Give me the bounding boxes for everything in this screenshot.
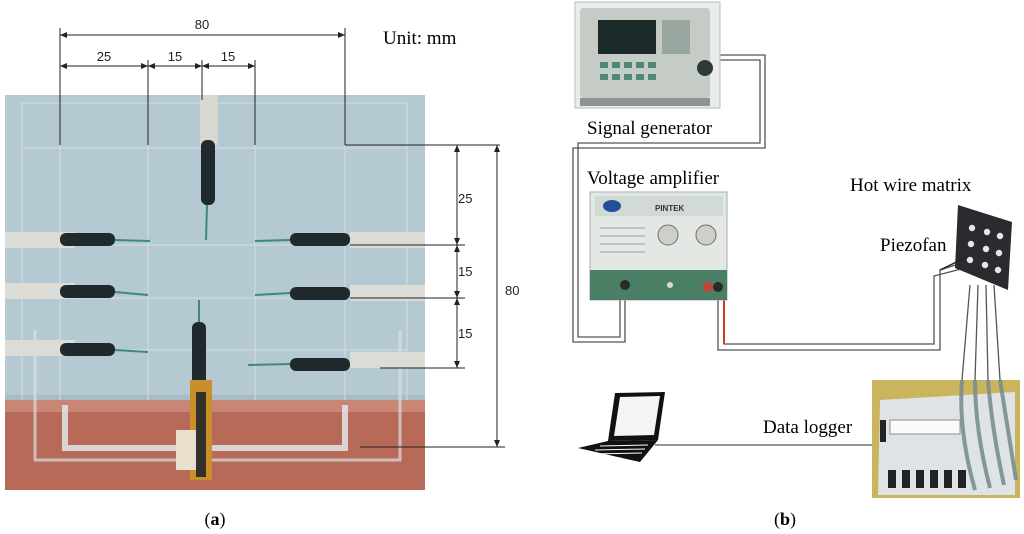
dim-h-25: 25 xyxy=(97,49,111,64)
dimension-lines-vertical xyxy=(350,145,505,448)
dim-h-total: 80 xyxy=(195,17,209,32)
signal-generator-device xyxy=(574,1,721,109)
probes-right xyxy=(247,232,425,371)
amplifier-brand: PINTEK xyxy=(655,204,685,213)
label-hot-wire-matrix: Hot wire matrix xyxy=(850,175,972,196)
voltage-amplifier-device: PINTEK xyxy=(589,191,728,301)
label-data-logger: Data logger xyxy=(763,417,853,438)
dim-h-15b: 15 xyxy=(221,49,235,64)
dim-h-15a: 15 xyxy=(168,49,182,64)
label-signal-generator: Signal generator xyxy=(587,118,713,139)
dim-v-15b: 15 xyxy=(458,326,472,341)
caption-a: (a) xyxy=(205,509,226,530)
dimension-lines-horizontal xyxy=(59,28,500,146)
piezofan-assembly xyxy=(176,300,212,480)
dim-v-15a: 15 xyxy=(458,264,472,279)
panel-a: 80 25 15 15 25 15 15 80 Unit: mm (a) xyxy=(5,17,519,530)
probes-left xyxy=(5,232,151,356)
unit-label: Unit: mm xyxy=(383,28,457,49)
label-voltage-amplifier: Voltage amplifier xyxy=(587,168,720,189)
hot-wire-matrix-device xyxy=(939,205,1012,290)
dim-v-25: 25 xyxy=(458,191,472,206)
probe-top xyxy=(200,95,218,241)
dim-v-total: 80 xyxy=(505,283,519,298)
data-logger-device xyxy=(872,379,1020,498)
caption-b: (b) xyxy=(774,509,796,530)
laptop-icon xyxy=(578,392,665,462)
label-piezofan: Piezofan xyxy=(880,235,947,256)
panel-b: PINTEK xyxy=(572,1,1020,530)
